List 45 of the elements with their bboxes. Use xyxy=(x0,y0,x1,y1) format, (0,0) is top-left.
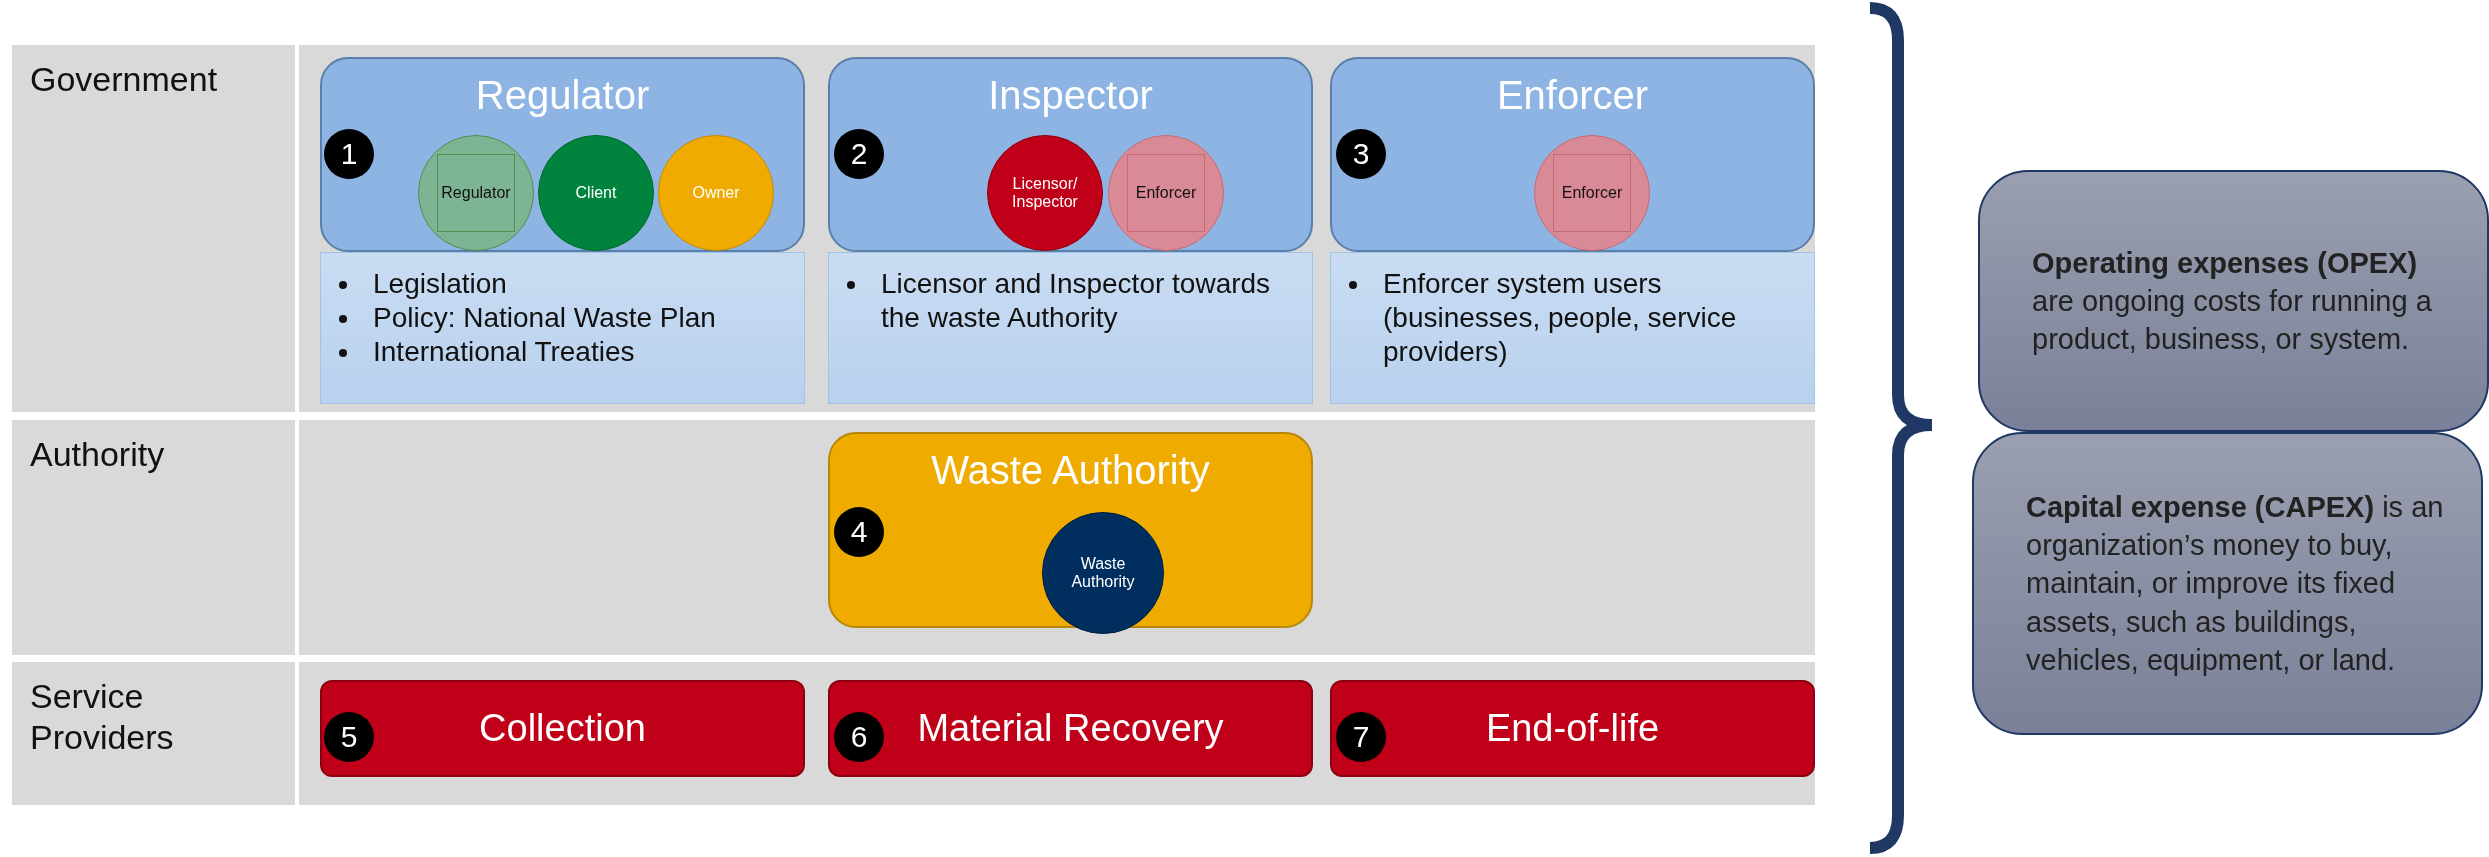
circle-label: Client xyxy=(575,183,617,203)
callout-number: 3 xyxy=(1336,129,1386,179)
row-heading: Service Providers xyxy=(30,676,175,758)
callout-number: 6 xyxy=(834,712,884,762)
role-box xyxy=(828,57,1313,252)
box-title: Waste Authority xyxy=(930,448,1211,493)
circle-label: Waste Authority xyxy=(1070,554,1136,592)
bullet-item: Enforcer system users (businesses, people, service providers) xyxy=(1383,268,1737,368)
note-card xyxy=(1978,170,2489,432)
circle-label: Licensor/ Inspector xyxy=(1011,174,1079,212)
box-title: Inspector xyxy=(987,73,1154,118)
provider-box xyxy=(1330,680,1815,777)
bullet-panel xyxy=(828,252,1313,404)
callout-number: 7 xyxy=(1336,712,1386,762)
circle-label: Enforcer xyxy=(1135,183,1197,203)
bullet-panel xyxy=(320,252,805,404)
circle-label: Regulator xyxy=(441,183,511,203)
role-box xyxy=(320,57,805,252)
callout-number: 4 xyxy=(834,507,884,557)
row-band xyxy=(12,420,1815,655)
box-title: Regulator xyxy=(474,73,651,118)
circle-label: Owner xyxy=(692,183,740,203)
row-heading: Authority xyxy=(30,434,166,475)
box-title: Collection xyxy=(479,707,646,750)
row-band xyxy=(12,662,1815,805)
bullet-item: Policy: National Waste Plan xyxy=(373,302,716,334)
provider-box xyxy=(828,680,1313,777)
bullet-item: Licensor and Inspector towards the waste Authority xyxy=(881,268,1271,334)
box-title: Material Recovery xyxy=(917,707,1224,750)
circle-label: Enforcer xyxy=(1561,183,1623,203)
role-box xyxy=(1330,57,1815,252)
note-card xyxy=(1972,432,2483,735)
bullet-item: Legislation xyxy=(373,268,507,299)
bullet-item: International Treaties xyxy=(373,336,635,368)
callout-number: 1 xyxy=(324,129,374,179)
row-band xyxy=(12,45,1815,412)
callout-number: 2 xyxy=(834,129,884,179)
box-title: End-of-life xyxy=(1485,707,1660,750)
row-heading: Government xyxy=(30,59,219,100)
bullet-panel xyxy=(1330,252,1815,404)
provider-box xyxy=(320,680,805,777)
note-text: Capital expense (CAPEX) is an organization’s money to buy, maintain, or improve its fixed assets, such as buildings, vehicles, equipment, or land. xyxy=(2026,489,2445,678)
callout-number: 5 xyxy=(324,712,374,762)
note-text: Operating expenses (OPEX) are ongoing costs for running a product, business, or system. xyxy=(2032,245,2433,358)
box-title: Enforcer xyxy=(1495,73,1650,118)
